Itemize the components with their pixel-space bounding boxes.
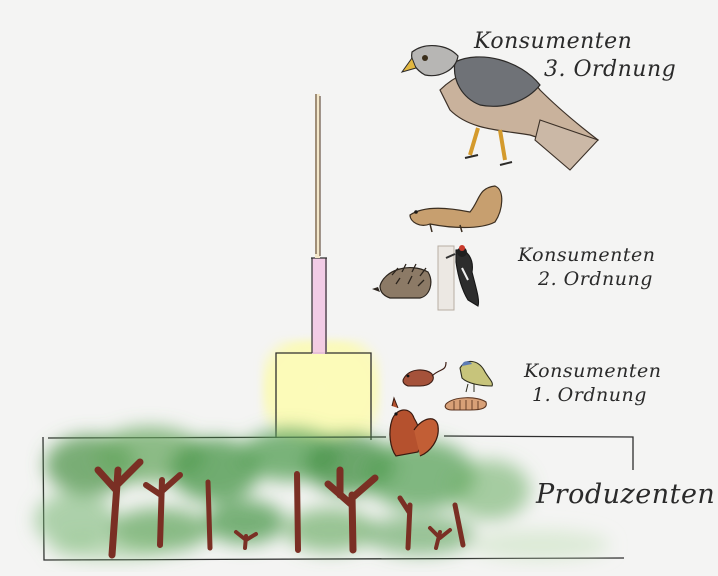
- label-line: Konsumenten: [524, 360, 661, 384]
- woodpecker-icon: [438, 245, 479, 310]
- forest-foliage: [35, 427, 610, 560]
- label-line: Konsumenten: [474, 28, 676, 56]
- label-line: 3. Ordnung: [474, 56, 676, 84]
- mouse-icon: [403, 362, 446, 386]
- label-consumers-3rd-order: Konsumenten 3. Ordnung: [474, 28, 676, 83]
- consumer-level-2-bar: [312, 258, 327, 354]
- label-line: 2. Ordnung: [518, 268, 655, 292]
- marten-icon: [410, 186, 502, 232]
- caterpillar-icon: [445, 398, 486, 410]
- hedgehog-icon: [372, 264, 431, 298]
- label-line: Konsumenten: [518, 244, 655, 268]
- label-consumers-2nd-order: Konsumenten 2. Ordnung: [518, 244, 655, 292]
- bird-icon: [460, 361, 492, 392]
- label-consumers-1st-order: Konsumenten 1. Ordnung: [524, 360, 661, 408]
- label-producers: Produzenten: [536, 478, 715, 512]
- squirrel-icon: [390, 398, 438, 456]
- label-line: 1. Ordnung: [524, 384, 661, 408]
